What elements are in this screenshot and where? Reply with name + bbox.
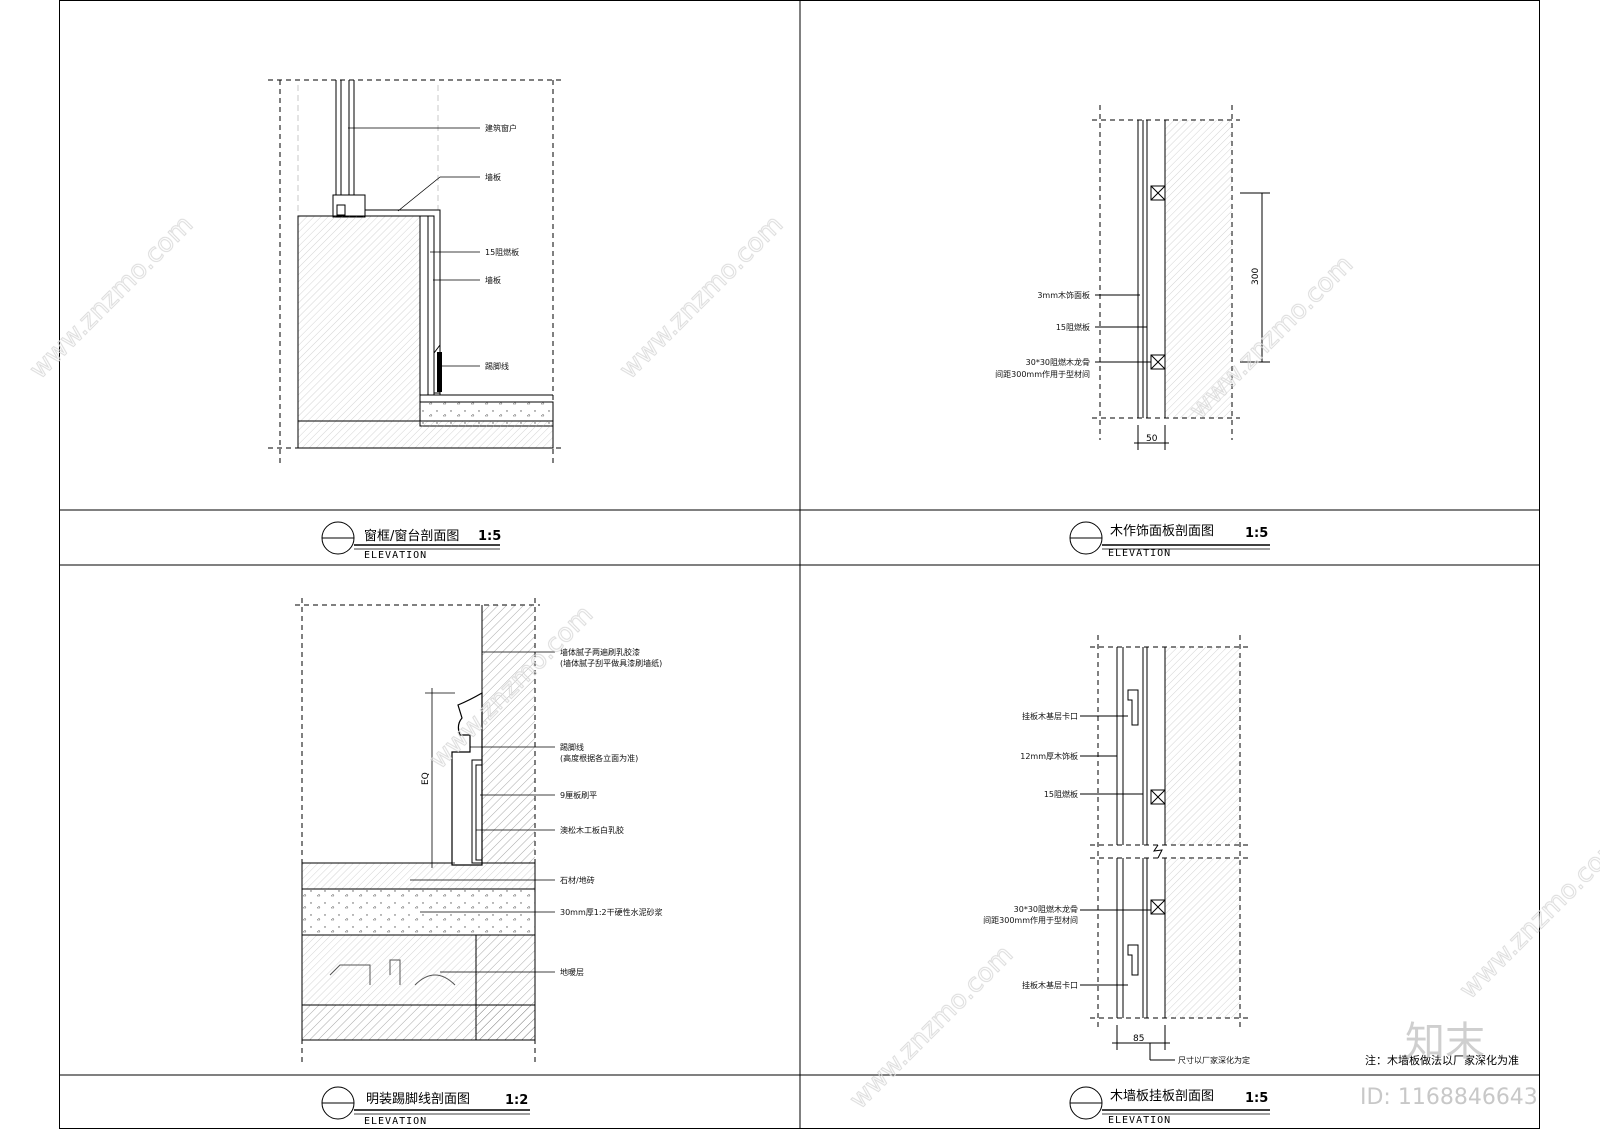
dim-300: 300 xyxy=(1251,268,1261,285)
scale-panel-1: 1:5 xyxy=(478,529,501,544)
label-skirting-height: (高度根据各立面为准) xyxy=(560,753,638,763)
label-keel-spacing: 间距300mm作用于型材间 xyxy=(983,915,1078,925)
panel-wood-veneer-section: 300 50 3mm木饰面板 15阻燃板 30*30阻燃木龙骨 间距300mm作… xyxy=(995,105,1270,559)
label-floor-heating: 地暖层 xyxy=(560,967,584,977)
label-fire-board: 15阻燃板 xyxy=(1056,322,1090,332)
label-wall-panel-2: 墙板 xyxy=(485,275,501,285)
brand-logo: 知末 xyxy=(1405,1019,1485,1065)
watermark-text: www.znzmo.com xyxy=(24,210,199,385)
watermark-id: ID: 1168846643 xyxy=(1360,1085,1538,1110)
title-panel-1: 窗框/窗台剖面图 xyxy=(364,528,459,544)
label-wood-keel: 30*30阻燃木龙骨 xyxy=(1014,904,1078,914)
panel-window-sill-section: 建筑窗户 墙板 15阻燃板 墙板 踢脚线 窗框/窗台剖面图 1:5 ELEVAT… xyxy=(268,79,565,561)
label-hanging-clip-top: 挂板木基层卡口 xyxy=(1022,711,1078,721)
title-panel-4: 木墙板挂板剖面图 xyxy=(1110,1089,1214,1104)
watermark-text: www.znzmo.com xyxy=(1454,830,1600,1005)
title-panel-3: 明装踢脚线剖面图 xyxy=(366,1091,470,1107)
sheet-frame xyxy=(59,0,1540,1129)
label-fire-board: 15阻燃板 xyxy=(1044,789,1078,799)
subtitle-panel-3: ELEVATION xyxy=(364,1116,427,1127)
panel-skirting-section: EQ 墙体腻子两遍刷乳胶漆 (墙体腻子刮平做具漆刷墙纸) 踢脚线 (高度根据各立… xyxy=(295,598,663,1127)
footnote: 注：木墙板做法以厂家深化为准 xyxy=(1365,1053,1519,1067)
label-window: 建筑窗户 xyxy=(485,123,517,133)
subtitle-panel-4: ELEVATION xyxy=(1108,1115,1171,1126)
scale-panel-4: 1:5 xyxy=(1245,1091,1268,1106)
dim-eq: EQ xyxy=(421,772,431,785)
label-wall-panel-1: 墙板 xyxy=(485,172,501,182)
label-hanging-clip-bottom: 挂板木基层卡口 xyxy=(1022,980,1078,990)
label-fire-board: 15阻燃板 xyxy=(485,247,519,257)
title-panel-2: 木作饰面板剖面图 xyxy=(1110,524,1214,539)
label-plywood-9mm: 9厘板刷平 xyxy=(560,790,597,800)
label-keel-spacing: 间距300mm作用于型材间 xyxy=(995,369,1090,379)
subtitle-panel-2: ELEVATION xyxy=(1108,548,1171,559)
scale-panel-2: 1:5 xyxy=(1245,526,1268,541)
label-size-note: 尺寸以厂家深化为定 xyxy=(1178,1055,1250,1065)
label-wood-keel: 30*30阻燃木龙骨 xyxy=(1026,357,1090,367)
label-skirting: 踢脚线 xyxy=(485,361,509,371)
label-wall-putty-alt: (墙体腻子刮平做具漆刷墙纸) xyxy=(560,658,662,668)
scale-panel-3: 1:2 xyxy=(505,1093,528,1108)
watermark-text: www.znzmo.com xyxy=(614,210,789,385)
label-cement-mortar: 30mm厚1:2干硬性水泥砂浆 xyxy=(560,907,663,917)
label-wall-putty: 墙体腻子两遍刷乳胶漆 xyxy=(560,647,640,657)
dim-50: 50 xyxy=(1146,434,1158,444)
label-stone-tile: 石材/地砖 xyxy=(560,875,595,885)
dim-85: 85 xyxy=(1133,1034,1144,1044)
label-skirting: 踢脚线 xyxy=(560,742,584,752)
watermark-text: www.znzmo.com xyxy=(844,940,1019,1115)
label-veneer-12mm: 12mm厚木饰板 xyxy=(1020,751,1078,761)
subtitle-panel-1: ELEVATION xyxy=(364,550,427,561)
label-veneer-3mm: 3mm木饰面板 xyxy=(1037,290,1090,300)
watermark-layer: www.znzmo.com www.znzmo.com www.znzmo.co… xyxy=(23,209,1600,1115)
label-blockboard: 澳松木工板白乳胶 xyxy=(560,825,624,835)
panel-wood-wall-hanging-section: 85 挂板木基层卡口 12mm厚木饰板 15阻燃板 30*30阻燃木龙骨 间距3… xyxy=(983,635,1519,1126)
